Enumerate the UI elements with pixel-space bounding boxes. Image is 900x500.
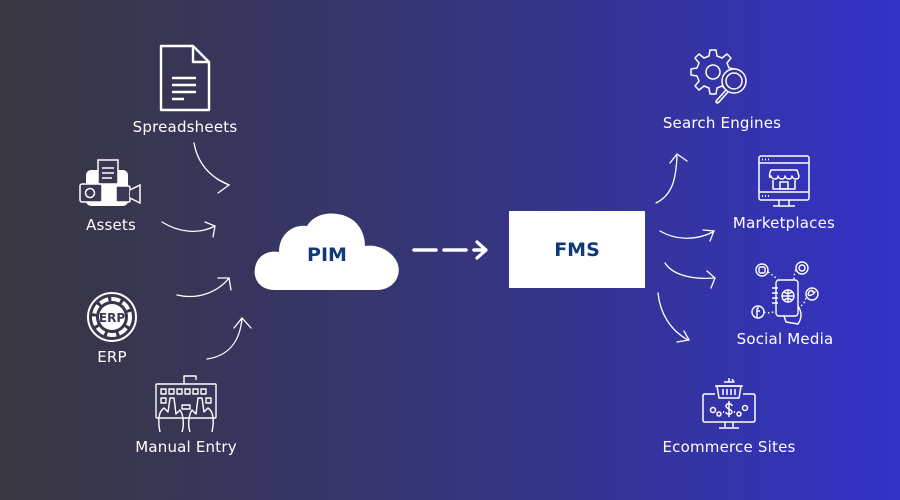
arrow-pim-to-fms <box>412 240 488 260</box>
pim-cloud-shape <box>254 213 399 290</box>
keyboard-typing-icon <box>155 375 217 433</box>
label-ecommerce-sites: Ecommerce Sites <box>662 438 796 456</box>
fms-box: FMS <box>509 211 645 288</box>
destination-ecommerce-sites: Ecommerce Sites <box>654 376 804 456</box>
arrow-erp-to-pim <box>176 277 232 298</box>
storefront-monitor-icon <box>758 155 810 207</box>
arrow-manual-to-pim <box>206 316 252 360</box>
label-assets: Assets <box>85 216 137 234</box>
gear-search-icon <box>690 49 747 104</box>
erp-badge-icon: ERP <box>87 292 137 342</box>
social-phone-icon <box>751 261 819 325</box>
arrow-fms-to-social-media <box>664 262 716 289</box>
destination-social-media: Social Media <box>730 260 840 348</box>
label-marketplaces: Marketplaces <box>732 214 836 232</box>
arrow-fms-to-ecommerce <box>657 292 691 343</box>
ecommerce-monitor-icon <box>702 378 756 429</box>
arrow-fms-to-search-engines <box>655 153 688 204</box>
label-spreadsheets: Spreadsheets <box>132 118 238 136</box>
pim-label: PIM <box>307 244 347 266</box>
label-search-engines: Search Engines <box>662 114 782 132</box>
fms-label: FMS <box>554 238 600 261</box>
label-social-media: Social Media <box>736 330 834 348</box>
arrow-spreadsheets-to-pim <box>193 142 231 194</box>
destination-marketplaces: Marketplaces <box>724 154 844 232</box>
media-assets-icon <box>79 159 141 206</box>
source-spreadsheets: Spreadsheets <box>128 42 242 136</box>
erp-badge-text: ERP <box>99 311 125 325</box>
source-manual-entry: Manual Entry <box>128 374 244 456</box>
source-erp: ERP ERP <box>82 290 142 366</box>
label-manual-entry: Manual Entry <box>135 438 237 456</box>
destination-search-engines: Search Engines <box>655 48 789 132</box>
document-icon <box>159 44 211 112</box>
arrow-assets-to-pim <box>161 221 216 238</box>
source-assets: Assets <box>74 158 148 234</box>
label-erp: ERP <box>97 348 127 366</box>
arrow-fms-to-marketplaces <box>659 229 715 242</box>
